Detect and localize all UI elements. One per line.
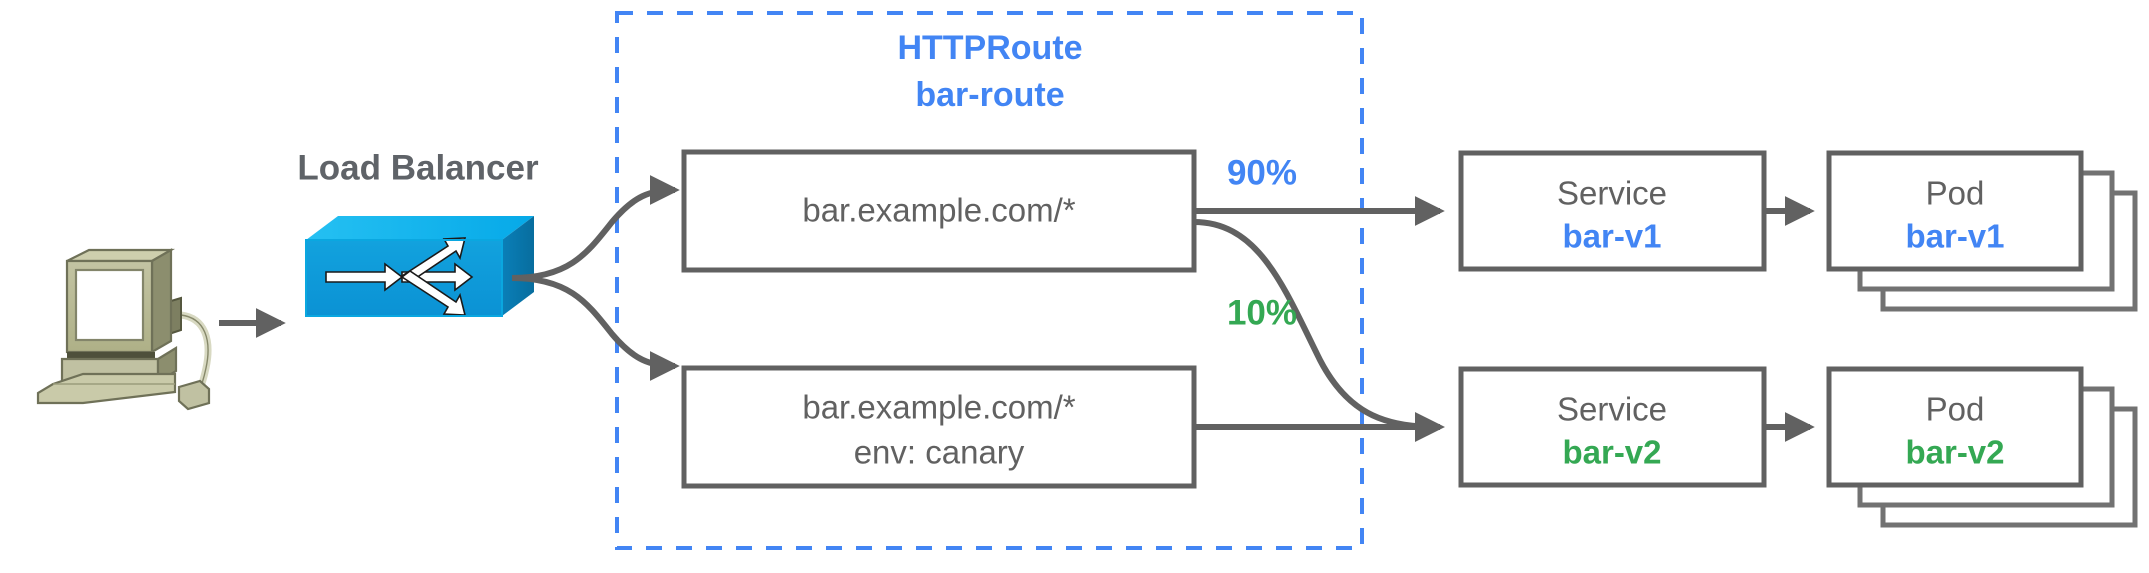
httproute-title-line2: bar-route	[915, 76, 1064, 114]
edge-route-primary-to-service-v2	[1193, 219, 1445, 442]
pod-v2-replica-1	[1826, 366, 2084, 488]
service-v1-name: bar-v1	[1562, 218, 1661, 255]
edge-lb-to-route-canary	[511, 275, 680, 381]
pod-stack-bar-v1[interactable]: Pod bar-v1	[1826, 150, 2138, 312]
load-balancer-label: Load Balancer	[297, 148, 539, 187]
pod-v1-replica-1	[1826, 150, 2084, 272]
pod-v2-name: bar-v2	[1905, 434, 2004, 471]
httproute-title-line1: HTTPRoute	[897, 29, 1082, 67]
route-canary-hostname: bar.example.com/*	[802, 389, 1075, 426]
desktop-computer-icon	[36, 248, 212, 411]
service-v2-kind: Service	[1557, 391, 1667, 428]
route-box-primary[interactable]: bar.example.com/*	[681, 149, 1197, 273]
pod-stack-bar-v2[interactable]: Pod bar-v2	[1826, 366, 2138, 528]
weight-label-10: 10%	[1227, 293, 1297, 332]
weight-label-90: 90%	[1227, 153, 1297, 192]
httproute-region-boundary	[615, 11, 1364, 550]
service-v2-name: bar-v2	[1562, 434, 1661, 471]
service-box-bar-v1[interactable]: Service bar-v1	[1458, 150, 1767, 272]
pod-v1-kind: Pod	[1926, 175, 1985, 212]
service-box-bar-v2[interactable]: Service bar-v2	[1458, 366, 1767, 488]
edge-lb-to-route-primary	[511, 175, 680, 281]
pod-v2-kind: Pod	[1926, 391, 1985, 428]
pod-v1-name: bar-v1	[1905, 218, 2004, 255]
route-box-canary[interactable]: bar.example.com/* env: canary	[681, 365, 1197, 489]
route-canary-header: env: canary	[854, 434, 1025, 471]
route-primary-hostname: bar.example.com/*	[802, 192, 1075, 229]
service-v1-kind: Service	[1557, 175, 1667, 212]
load-balancer-switch-icon	[305, 216, 534, 317]
